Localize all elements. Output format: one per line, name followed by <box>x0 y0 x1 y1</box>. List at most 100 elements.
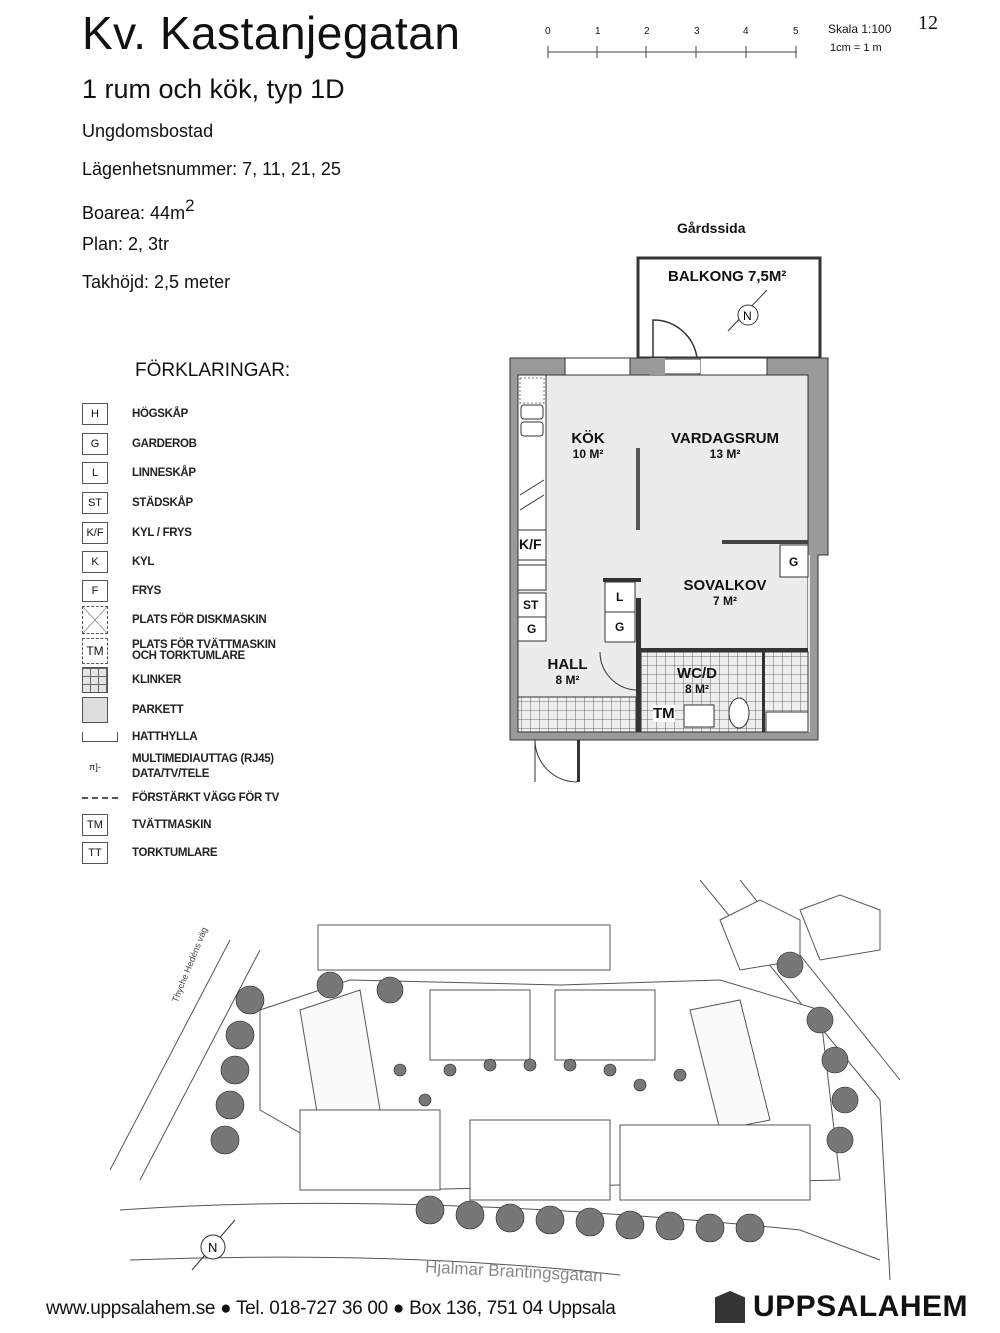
legend-item: G GARDEROB <box>82 432 197 456</box>
legend-label: HATTHYLLA <box>132 730 198 743</box>
scale-tick: 5 <box>793 26 799 37</box>
room-area: 13 M² <box>709 447 741 461</box>
page-title: Kv. Kastanjegatan <box>82 7 461 59</box>
north-arrow-icon: N <box>727 289 768 332</box>
site-plan: N <box>109 880 900 1280</box>
legend-symbol: TT <box>82 842 108 864</box>
linen-cupboard: L <box>616 590 624 604</box>
info-ceiling-height: Takhöjd: 2,5 meter <box>82 272 231 292</box>
legend-label: GARDEROB <box>132 437 197 450</box>
apartment-type: 1 rum och kök, typ 1D <box>82 74 345 104</box>
fridge-freezer: K/F <box>519 536 542 552</box>
legend-label: KYL <box>132 555 155 568</box>
legend-item: ST STÄDSKÅP <box>82 491 193 515</box>
orientation-label: Gårdssida <box>677 220 746 236</box>
room-name: KÖK <box>571 430 605 447</box>
reinforced-wall-icon <box>82 797 118 799</box>
balcony <box>636 256 822 360</box>
legend-label: FÖRSTÄRKT VÄGG FÖR TV <box>132 791 280 804</box>
legend-label: LINNESKÅP <box>132 466 196 479</box>
parquet-icon <box>82 697 108 723</box>
cleaning-cupboard: ST <box>523 598 539 612</box>
room-name: VARDAGSRUM <box>670 430 780 447</box>
hat-shelf-icon <box>82 732 118 742</box>
info-type: Ungdomsbostad <box>82 121 214 141</box>
legend-item: TT TORKTUMLARE <box>82 841 218 865</box>
scale-tick: 4 <box>743 26 749 37</box>
wardrobe: G <box>789 555 799 569</box>
legend-item: PLATS FÖR DISKMASKIN <box>82 606 267 634</box>
contact-info: www.uppsalahem.se ● Tel. 018-727 36 00 ●… <box>46 1298 616 1319</box>
legend-item: KLINKER <box>82 667 181 693</box>
info-area-text: Boarea: 44m <box>82 203 186 223</box>
legend-label: STÄDSKÅP <box>132 496 193 509</box>
legend-item: F FRYS <box>82 579 161 603</box>
info-area: Boarea: 44m2 <box>82 196 195 224</box>
legend-label: TVÄTTMASKIN <box>132 818 212 831</box>
svg-text:N: N <box>743 309 752 323</box>
legend-item: FÖRSTÄRKT VÄGG FÖR TV <box>82 786 279 810</box>
legend-symbol: K <box>82 551 108 573</box>
legend-symbol: K/F <box>82 522 108 544</box>
page-number: 12 <box>918 12 938 34</box>
legend-item: TM TVÄTTMASKIN <box>82 813 211 837</box>
scale-tick: 2 <box>644 26 650 37</box>
legend-label: KLINKER <box>132 673 182 686</box>
room-area: 10 M² <box>572 447 604 461</box>
scale-ratio: Skala 1:100 <box>828 22 892 36</box>
room-name: HALL <box>547 656 588 673</box>
room-area: 8 M² <box>555 673 580 687</box>
area-superscript: 2 <box>185 196 195 215</box>
legend-title: FÖRKLARINGAR: <box>135 360 291 381</box>
legend-item: H HÖGSKÅP <box>82 402 188 426</box>
legend-label: HÖGSKÅP <box>132 407 189 420</box>
room-area: 8 M² <box>685 682 709 696</box>
wardrobe: G <box>527 622 537 636</box>
legend-item: HATTHYLLA <box>82 725 198 749</box>
legend-item: L LINNESKÅP <box>82 461 196 485</box>
room-area: 7 M² <box>713 594 737 608</box>
legend-item: K KYL <box>82 550 154 574</box>
scale-bar: 0 1 2 3 4 5 <box>540 20 820 65</box>
legend-item: K/F KYL / FRYS <box>82 521 192 545</box>
legend-symbol: L <box>82 462 108 484</box>
legend-symbol: ST <box>82 492 108 514</box>
wardrobe: G <box>615 620 625 634</box>
scale-tick: 3 <box>694 26 700 37</box>
uppsalahem-logo: UPPSALAHEM <box>715 1290 968 1324</box>
tile-icon <box>82 667 108 693</box>
lion-logo-icon <box>715 1291 745 1323</box>
legend-item: PARKETT <box>82 697 184 723</box>
legend-item: TM PLATS FÖR TVÄTTMASKIN OCH TORKTUMLARE <box>82 638 292 664</box>
legend-item: π]- MULTIMEDIAUTTAG (RJ45) DATA/TV/TELE <box>82 752 302 782</box>
legend-symbol: TM <box>82 814 108 836</box>
scale-unit: 1cm = 1 m <box>830 42 882 54</box>
room-name: WC/D <box>677 665 717 682</box>
legend-symbol: TM <box>82 638 108 664</box>
legend-label: PLATS FÖR DISKMASKIN <box>132 613 267 626</box>
legend-label: FRYS <box>132 584 162 597</box>
info-floor: Plan: 2, 3tr <box>82 234 170 254</box>
room-name: SOVALKOV <box>683 577 767 594</box>
legend-label: TORKTUMLARE <box>132 846 218 859</box>
legend-label: MULTIMEDIAUTTAG (RJ45) DATA/TV/TELE <box>132 753 274 780</box>
legend-label: PLATS FÖR TVÄTTMASKIN OCH TORKTUMLARE <box>132 639 276 662</box>
floor-plan: N <box>509 256 829 783</box>
multimedia-outlet-icon: π]- <box>89 762 101 772</box>
scale-tick: 1 <box>595 26 601 37</box>
legend-label: KYL / FRYS <box>132 526 192 539</box>
legend-symbol: F <box>82 580 108 602</box>
logo-text: UPPSALAHEM <box>753 1290 969 1323</box>
legend-symbol: G <box>82 433 108 455</box>
site-north-arrow-icon: N <box>191 1219 236 1271</box>
scale-tick: 0 <box>545 26 551 37</box>
washing-machine: TM <box>653 705 675 722</box>
legend-symbol: H <box>82 403 108 425</box>
balcony-label: BALKONG 7,5M² <box>668 268 787 285</box>
legend-label: PARKETT <box>132 703 184 716</box>
dishwasher-icon <box>82 606 108 634</box>
